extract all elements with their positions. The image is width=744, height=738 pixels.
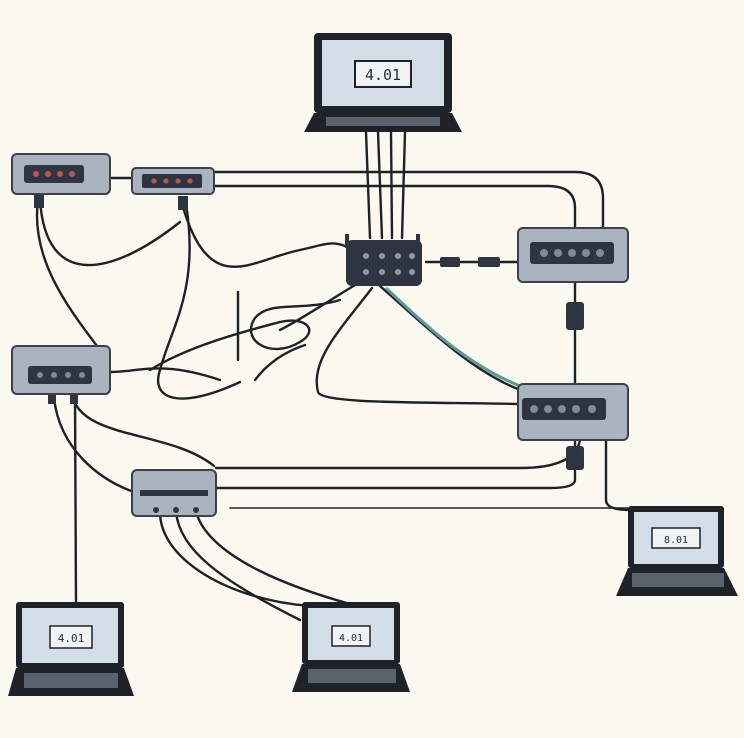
- cable-tangle-1: [148, 298, 342, 372]
- laptop-bottom-left-screen-text: 4.01: [58, 632, 85, 645]
- cable-hub-router-br-3: [315, 286, 522, 406]
- switch-left: [11, 345, 111, 395]
- cable-tangle-3: [253, 343, 307, 382]
- port-led-1: [151, 178, 157, 184]
- cable-switch2-router-right-b: [212, 184, 577, 230]
- cable-switch1-to-switch3: [35, 198, 102, 352]
- cable-router-br-switch4: [212, 468, 577, 490]
- laptop-top-display-box: [354, 60, 412, 88]
- cable-switch3-switch4: [70, 392, 216, 468]
- port-led-3: [175, 178, 181, 184]
- connector-switch2-plug: [178, 196, 188, 210]
- connector-switch3-plug-b: [70, 390, 78, 404]
- cable-switch4-right: [214, 438, 582, 470]
- laptop-bottom-middle-keyboard: [308, 669, 396, 683]
- switch-center-panel: [140, 490, 208, 496]
- switch-top-panel: [142, 174, 202, 188]
- port-led-1: [33, 171, 39, 177]
- cable-switch2-down: [157, 202, 242, 400]
- laptop-top-keyboard: [326, 117, 440, 126]
- laptop-bottom-right: 8.01: [616, 506, 738, 596]
- switch-top-left: [11, 153, 111, 195]
- switch-top-left-panel: [24, 165, 84, 183]
- router-bottom-right: [517, 383, 629, 441]
- port-led-4: [187, 178, 193, 184]
- switch-center: [131, 469, 217, 517]
- connector-switch1-plug: [34, 194, 44, 208]
- laptop-bottom-left-display-box: [49, 625, 93, 649]
- connector-hub-right-b: [478, 257, 500, 267]
- cable-switch3-laptop-bl: [73, 394, 78, 606]
- switch-left-panel: [28, 366, 92, 384]
- cables: [35, 130, 633, 622]
- laptop-bottom-middle-screen-text: 4.01: [339, 633, 363, 644]
- cable-switch2-router-right-a: [212, 170, 605, 230]
- cable-switch4-laptop-bm-1: [158, 510, 312, 608]
- cable-hub-router-br-1: [378, 284, 522, 392]
- laptop-bottom-right-display-box: [651, 527, 701, 549]
- connector-hub-right-a: [440, 257, 460, 267]
- connector-router-right-down: [566, 302, 584, 330]
- cable-connectors: [34, 194, 584, 470]
- central-hub-antenna-left: [345, 234, 349, 248]
- cable-switch2-loop: [180, 202, 347, 268]
- cable-switch3-right: [108, 367, 222, 382]
- port-led-4: [69, 171, 75, 177]
- router-right: [517, 227, 629, 283]
- laptop-bottom-left: 4.01: [8, 602, 134, 696]
- connector-switch3-plug-a: [48, 390, 56, 404]
- cable-switch4-laptop-bm-2: [174, 510, 302, 622]
- connector-router-br-down: [566, 446, 584, 470]
- laptop-top: 4.01: [304, 33, 462, 132]
- laptop-bottom-right-screen-text: 8.01: [664, 535, 688, 546]
- cable-switch3-switch4-b: [52, 396, 136, 494]
- cable-hub-router-br-accent: [384, 286, 521, 388]
- laptop-top-screen-text: 4.01: [365, 66, 401, 84]
- laptop-bottom-left-keyboard: [24, 673, 118, 688]
- cable-hub-tangle: [278, 280, 362, 332]
- cable-switch1-loop: [38, 198, 182, 267]
- port-led-3: [57, 171, 63, 177]
- central-hub: [345, 234, 422, 286]
- port-led-2: [45, 171, 51, 177]
- laptop-bottom-right-keyboard: [632, 573, 724, 587]
- cable-router-br-laptop: [604, 438, 632, 512]
- laptop-bottom-middle: 4.01: [292, 602, 410, 692]
- port-led-2: [163, 178, 169, 184]
- switch-top: [131, 167, 215, 195]
- laptop-bottom-middle-display-box: [331, 625, 371, 647]
- cable-switch4-laptop-bm-3: [194, 510, 352, 606]
